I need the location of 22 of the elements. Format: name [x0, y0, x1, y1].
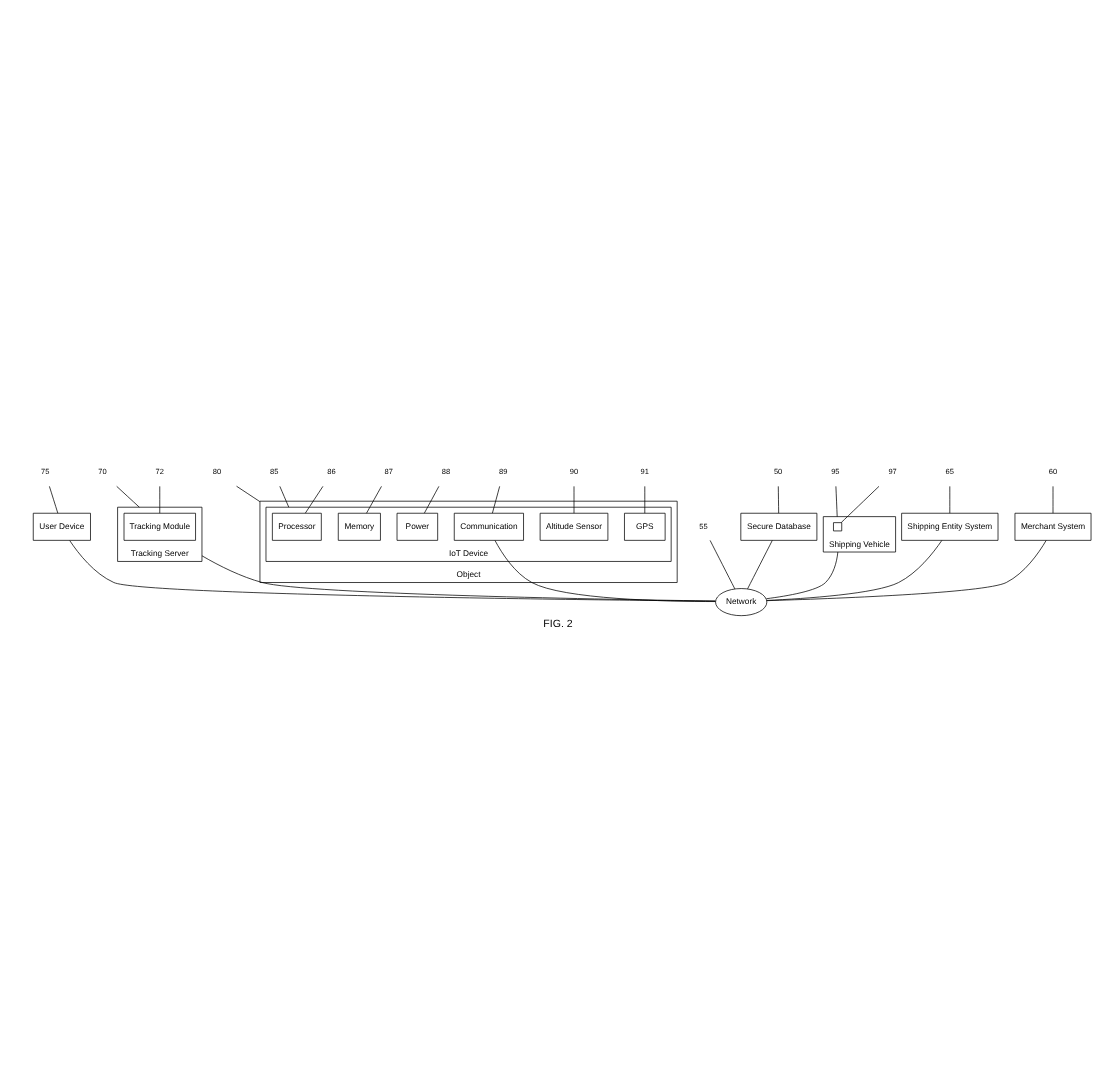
connector [159, 484, 161, 513]
connector [766, 539, 1047, 601]
connector [116, 484, 140, 507]
connector [423, 484, 440, 513]
connector [69, 539, 716, 601]
connector [747, 539, 773, 589]
connector [49, 484, 59, 513]
connector [766, 550, 839, 599]
connector [777, 484, 780, 513]
connector [236, 484, 261, 502]
node-box [833, 521, 843, 531]
connector [366, 484, 382, 513]
connector [304, 484, 324, 513]
connector [492, 484, 501, 513]
connector [644, 484, 646, 513]
connector [573, 484, 575, 513]
connector [766, 539, 943, 600]
connector [279, 484, 290, 507]
connector [840, 484, 880, 522]
connector [835, 484, 838, 516]
connector [709, 539, 736, 589]
connector [201, 554, 716, 601]
